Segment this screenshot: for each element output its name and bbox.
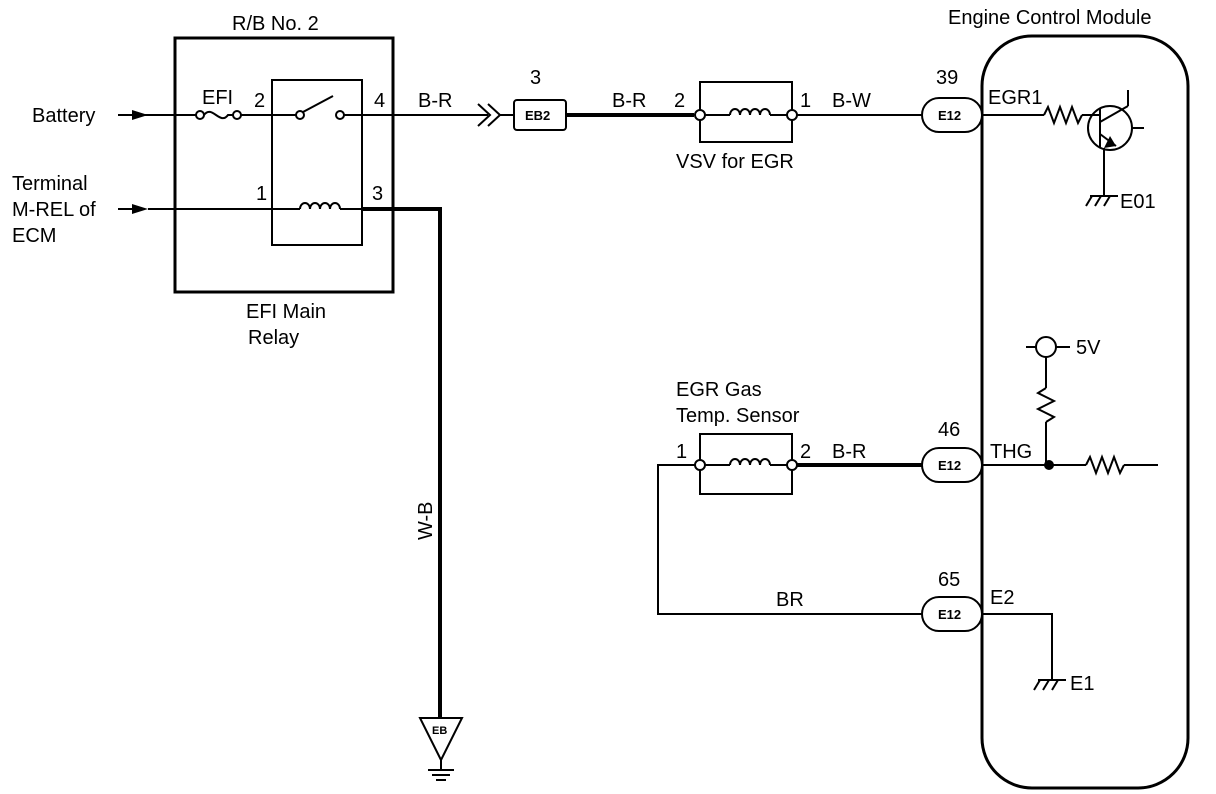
ground-eb-label: EB (432, 725, 447, 737)
ground-eb-icon (418, 717, 464, 763)
wire-color-eb2-vsv: B-R (612, 90, 646, 112)
battery-arrow-icon (132, 110, 148, 120)
e01-ground-hatch (1103, 195, 1111, 207)
terminal-label-1: Terminal (12, 173, 88, 195)
e1-ground-hatch (1051, 679, 1059, 691)
e01-label: E01 (1120, 191, 1156, 213)
e1-ground-hatch (1042, 679, 1050, 691)
e01-ground-hatch (1094, 195, 1102, 207)
efi-main-relay-label-1: EFI Main (246, 301, 326, 323)
sensor-terminal-icon (694, 459, 706, 471)
switch-terminal-icon (295, 110, 305, 120)
e12-label-mid: E12 (938, 458, 961, 473)
egr-sensor-label-1: EGR Gas (676, 379, 762, 401)
relay-ground-wire (362, 207, 442, 718)
relay-switch-icon (302, 95, 334, 113)
efi-fuse-label: EFI (202, 87, 233, 109)
wire-color-relay-ground: W-B (415, 501, 437, 540)
eb2-pin-3: 3 (530, 67, 541, 89)
egr1-resistor-icon (1043, 104, 1083, 126)
transistor-collector (1099, 105, 1129, 123)
vsv-terminal-icon (694, 109, 706, 121)
e2-label: E2 (990, 587, 1014, 609)
e1-ground-hatch (1033, 679, 1041, 691)
sensor-pin-1: 1 (676, 441, 687, 463)
terminal-label-2: M-REL of (12, 199, 96, 221)
vsv-pin-1: 1 (800, 90, 811, 112)
relay-block-box (173, 36, 395, 294)
e12-label-bot: E12 (938, 607, 961, 622)
vsv-coil-icon (729, 108, 771, 116)
vsv-label: VSV for EGR (676, 151, 794, 173)
e1-label: E1 (1070, 673, 1094, 695)
eb2-connector-label: EB2 (525, 108, 550, 123)
fuse-terminal-icon (232, 110, 242, 120)
efi-main-relay-label-2: Relay (248, 327, 299, 349)
sensor-pin-2: 2 (800, 441, 811, 463)
efi-main-relay-box (271, 79, 363, 246)
vref-source-icon (1035, 336, 1057, 358)
terminal-label-3: ECM (12, 225, 56, 247)
relay-coil-icon (299, 202, 341, 210)
e2-ground-wire (982, 613, 1053, 680)
thg-label: THG (990, 441, 1032, 463)
sensor-coil-icon (729, 458, 771, 466)
vsv-terminal-icon (786, 109, 798, 121)
e01-ground-hatch (1085, 195, 1093, 207)
wire-color-vsv-ecm: B-W (832, 90, 871, 112)
switch-terminal-icon (335, 110, 345, 120)
vsv-box (699, 81, 793, 143)
e12-label-top: E12 (938, 108, 961, 123)
connector-chevron-icon (477, 103, 492, 127)
relay-pin-2: 2 (254, 90, 265, 112)
pullup-resistor-icon (1035, 387, 1057, 423)
vsv-pin-2: 2 (674, 90, 685, 112)
rb-no2-label: R/B No. 2 (232, 13, 319, 35)
sensor-terminal-icon (786, 459, 798, 471)
relay-pin-3: 3 (372, 183, 383, 205)
ecm-pin-46: 46 (938, 419, 960, 441)
ecm-label: Engine Control Module (948, 7, 1151, 29)
fuse-icon (203, 110, 233, 120)
wire-color-sensor-ecm: B-R (832, 441, 866, 463)
five-v-label: 5V (1076, 337, 1101, 359)
egr-sensor-label-2: Temp. Sensor (676, 405, 800, 427)
emitter-arrow-icon (1104, 136, 1116, 148)
fuse-terminal-icon (195, 110, 205, 120)
relay-pin-4: 4 (374, 90, 385, 112)
ecm-box (980, 34, 1190, 790)
battery-label: Battery (32, 105, 95, 127)
wire-color-sensor-return: BR (776, 589, 804, 611)
ecm-pin-65: 65 (938, 569, 960, 591)
terminal-arrow-icon (132, 204, 148, 214)
relay-pin-1: 1 (256, 183, 267, 205)
wire-color-relay-out: B-R (418, 90, 452, 112)
thg-resistor-icon (1085, 454, 1125, 476)
ecm-pin-39: 39 (936, 67, 958, 89)
egr1-label: EGR1 (988, 87, 1042, 109)
sensor-return-wire (657, 464, 922, 615)
